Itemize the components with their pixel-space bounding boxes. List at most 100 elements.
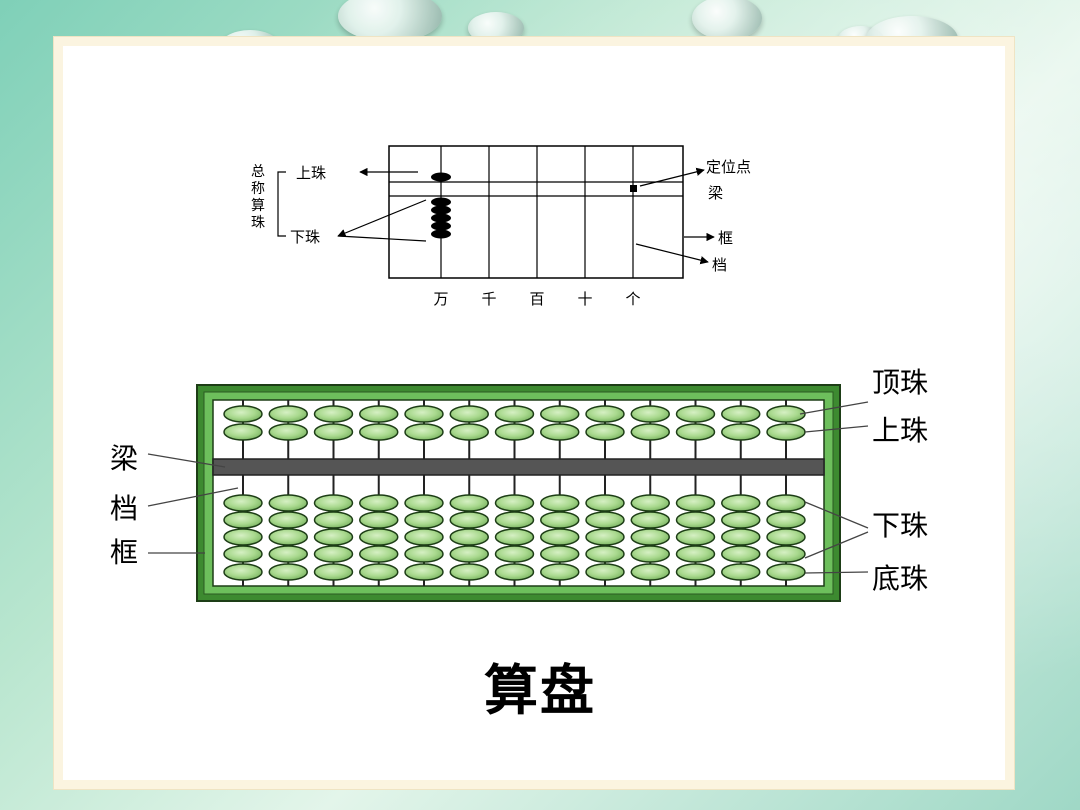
abacus-lower-bead	[313, 545, 354, 563]
abacus-lower-bead	[404, 528, 444, 546]
lower-bead-pointer	[804, 501, 869, 529]
abacus-lower-bead	[721, 563, 761, 581]
abacus-lower-bead	[223, 545, 263, 563]
abacus-lower-bead	[449, 563, 489, 581]
slide-title: 算盘	[484, 658, 596, 722]
bottom-bead-pointer	[804, 571, 869, 574]
abacus-upper-bead	[494, 405, 535, 423]
abacus-upper-bead	[359, 423, 399, 441]
schematic-diagram: 总 称 算 珠 上珠 下珠 定位点 梁 框 档 万 千 百 十 个	[251, 145, 751, 308]
abacus-lower-bead	[313, 511, 354, 529]
abacus-lower-bead	[449, 511, 489, 529]
abacus-lower-bead	[313, 494, 354, 512]
abacus-upper-bead	[404, 423, 444, 441]
schematic-lower-bead	[431, 205, 451, 215]
abacus-lower-bead	[359, 563, 399, 581]
abacus-lower-bead	[540, 494, 580, 512]
abacus-beam	[212, 458, 825, 476]
beam-pointer	[147, 453, 226, 468]
group-bracket	[277, 171, 286, 237]
abacus-lower-bead	[359, 528, 399, 546]
abacus-lower-bead	[223, 511, 263, 529]
abacus-lower-bead	[630, 528, 670, 546]
schematic-frame	[388, 145, 684, 279]
abacus-lower-bead	[721, 494, 761, 512]
abacus-lower-bead	[268, 494, 308, 512]
abacus-upper-bead	[268, 405, 308, 423]
abacus-upper-bead	[404, 405, 444, 423]
abacus-lower-bead	[630, 563, 670, 581]
upper-bead-label-large: 上珠	[872, 414, 928, 447]
abacus-lower-bead	[449, 494, 489, 512]
abacus-lower-bead	[540, 545, 580, 563]
abacus-upper-bead	[359, 405, 399, 423]
bottom-bead-label: 底珠	[872, 562, 928, 595]
abacus-lower-bead	[494, 528, 535, 546]
abacus-lower-bead	[268, 528, 308, 546]
abacus-lower-bead	[585, 545, 625, 563]
abacus-upper-bead	[585, 405, 625, 423]
beam-label: 梁	[708, 184, 723, 202]
abacus-beads	[223, 405, 806, 581]
abacus-upper-bead	[766, 405, 806, 423]
frame-label-large: 框	[110, 536, 138, 569]
abacus-lower-bead	[630, 494, 670, 512]
abacus-upper-bead	[675, 405, 716, 423]
abacus-lower-bead	[721, 511, 761, 529]
abacus-lower-bead	[675, 545, 716, 563]
beam-label-large: 梁	[110, 442, 138, 475]
abacus-upper-bead	[449, 405, 489, 423]
top-bead-label: 顶珠	[872, 366, 928, 399]
abacus-lower-bead	[223, 494, 263, 512]
abacus-lower-bead	[404, 511, 444, 529]
frame-label: 框	[718, 229, 733, 247]
abacus-lower-bead	[766, 563, 806, 581]
place-value-label: 百	[529, 290, 544, 308]
group-label-char: 总	[251, 164, 265, 180]
abacus-lower-bead	[404, 545, 444, 563]
abacus-upper-bead	[585, 423, 625, 441]
rod-label-large: 档	[110, 492, 138, 525]
position-point-arrow	[639, 167, 705, 187]
schematic-position-point	[630, 185, 637, 192]
abacus-lower-bead	[585, 494, 625, 512]
abacus-upper-bead	[223, 423, 263, 441]
schematic-lower-bead	[431, 229, 451, 239]
abacus-lower-bead	[721, 528, 761, 546]
place-value-label: 个	[625, 290, 640, 308]
abacus-upper-bead	[268, 423, 308, 441]
abacus-lower-bead	[494, 494, 535, 512]
abacus-upper-bead	[540, 423, 580, 441]
lower-bead-label: 下珠	[290, 228, 320, 246]
abacus-lower-bead	[359, 511, 399, 529]
abacus-upper-bead	[630, 423, 670, 441]
abacus-lower-bead	[766, 528, 806, 546]
abacus-upper-bead	[313, 423, 354, 441]
abacus-lower-bead	[766, 545, 806, 563]
abacus-lower-bead	[313, 563, 354, 581]
abacus-lower-bead	[404, 494, 444, 512]
abacus-lower-bead	[268, 511, 308, 529]
bubble-decoration	[692, 0, 762, 40]
abacus-lower-bead	[585, 511, 625, 529]
place-value-label: 万	[433, 290, 448, 308]
abacus-lower-bead	[494, 563, 535, 581]
abacus-lower-bead	[494, 511, 535, 529]
abacus-lower-bead	[223, 563, 263, 581]
schematic-lower-bead	[431, 221, 451, 231]
abacus-lower-bead	[449, 545, 489, 563]
abacus-lower-bead	[313, 528, 354, 546]
place-value-label: 千	[481, 290, 496, 308]
abacus-lower-bead	[404, 563, 444, 581]
abacus-upper-bead	[494, 423, 535, 441]
lower-bead-arrow	[337, 199, 427, 238]
upper-bead-label: 上珠	[296, 164, 326, 182]
abacus-lower-bead	[721, 545, 761, 563]
abacus-lower-bead	[630, 511, 670, 529]
place-value-label: 十	[577, 290, 592, 308]
lower-bead-pointer	[804, 531, 869, 559]
abacus-lower-bead	[268, 563, 308, 581]
abacus-lower-bead	[675, 511, 716, 529]
group-label-char: 称	[251, 181, 265, 197]
